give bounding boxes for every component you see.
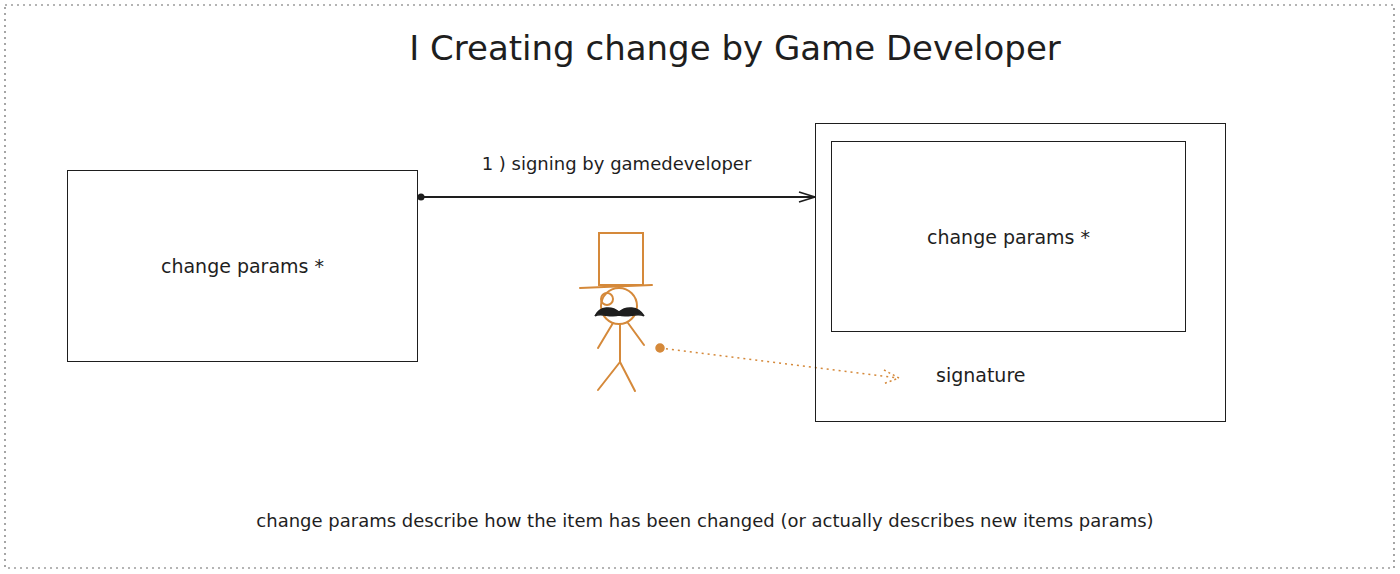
arrow-start-dot [418,194,425,201]
dotted-frame [5,5,1394,568]
mustache [595,308,644,316]
top-hat [599,233,643,285]
head [601,288,637,324]
params-box: change params * [831,141,1186,332]
note-text: change params describe how the item has … [256,510,1153,531]
params-box: change params * [67,170,418,362]
box-text: signature [936,364,1026,386]
left-arm [598,323,613,348]
box-text: change params * [927,226,1090,248]
leader-head [883,370,899,384]
right-arm [628,323,644,345]
diagram-title: I Creating change by Game Developer [409,28,1061,68]
body [619,324,621,362]
box-text: change params * [161,255,324,277]
signed-envelope-box: signature change params * [815,123,1226,422]
leader-line [660,348,898,378]
edge-label: 1 ) signing by gamedeveloper [479,153,755,174]
right-leg [620,362,635,391]
arrow-connector [418,196,815,198]
monocle [601,293,613,305]
arrow-group [418,192,816,202]
game-developer-figure [580,233,652,391]
arrow-head [799,192,815,202]
left-leg [598,362,620,390]
signature-leader [656,344,899,384]
